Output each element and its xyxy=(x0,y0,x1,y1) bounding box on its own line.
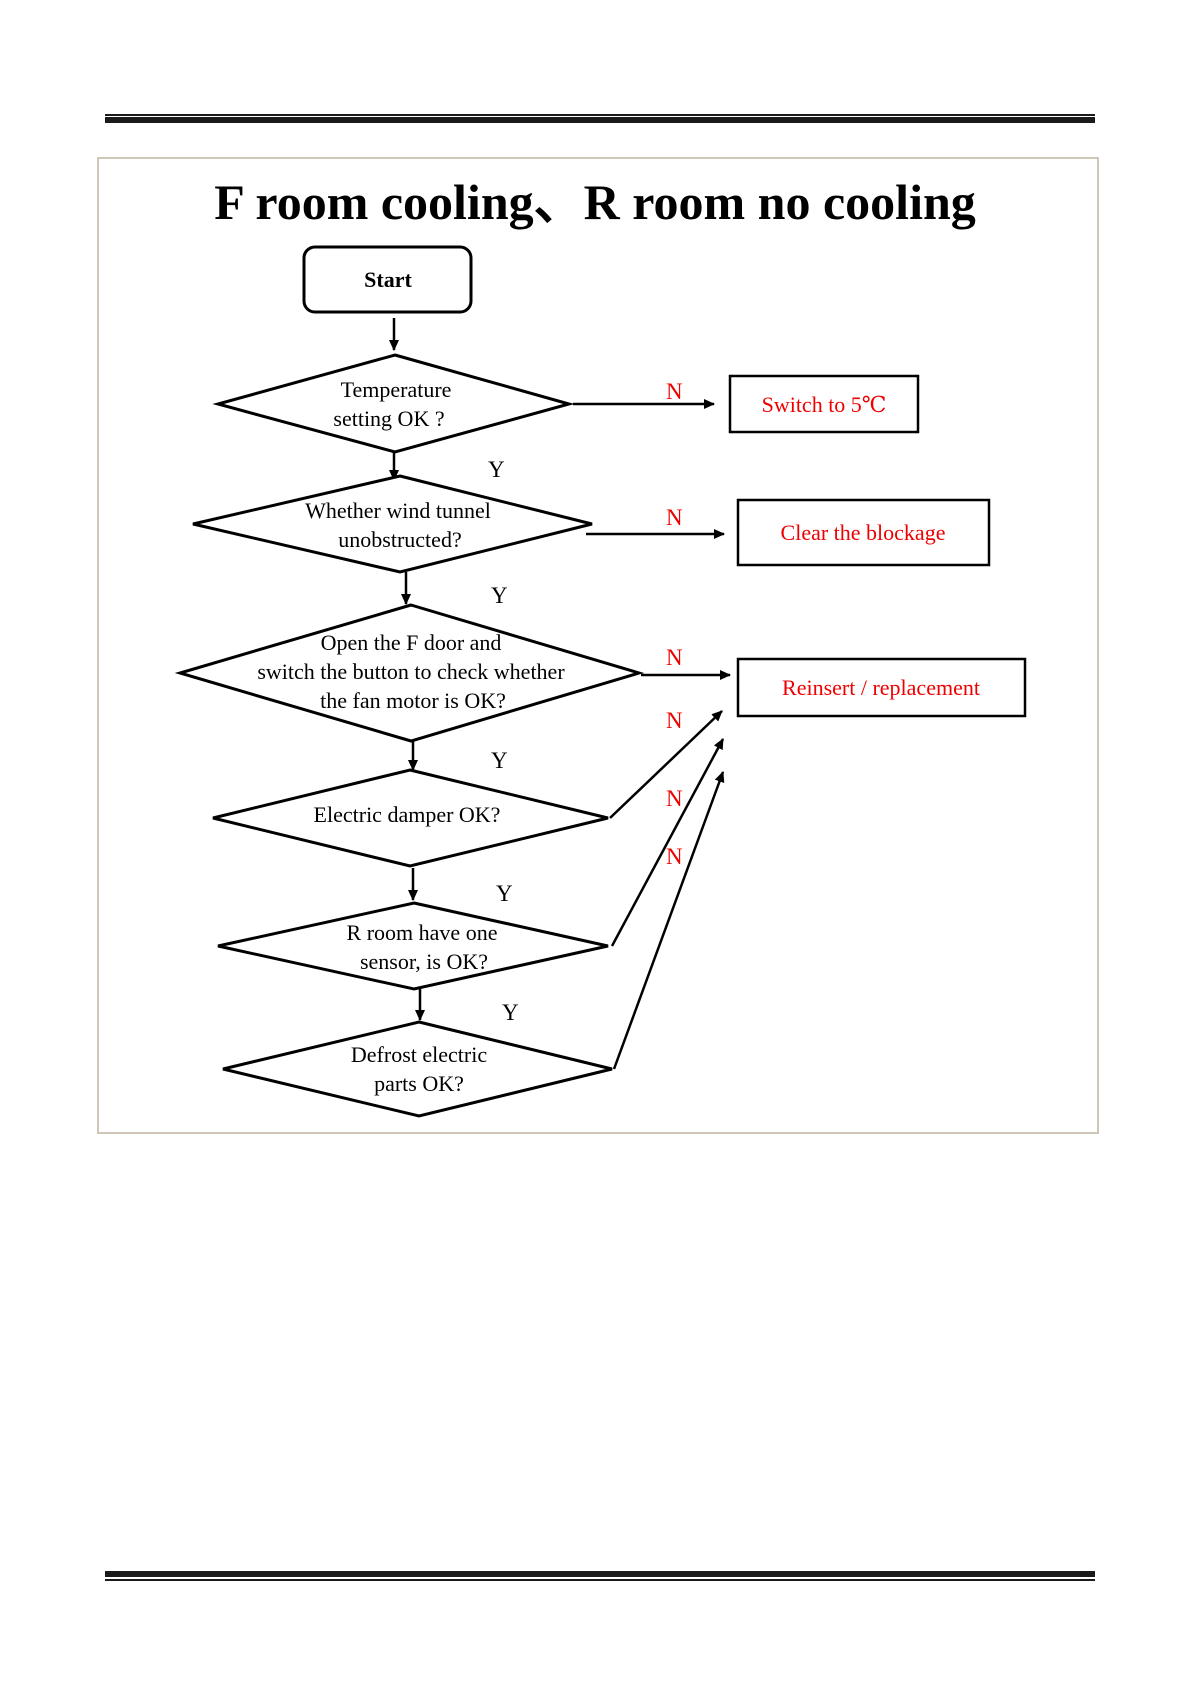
decision-label-line: sensor, is OK? xyxy=(360,949,488,974)
decision-r-room-sensor xyxy=(217,901,609,991)
decision-label-line: Electric damper OK? xyxy=(314,802,501,827)
no-label: N xyxy=(666,505,683,530)
start-label: Start xyxy=(364,267,412,292)
arrow-no-d4 xyxy=(609,710,723,819)
no-label: N xyxy=(666,645,683,670)
action-box-clear-blockage xyxy=(736,498,991,567)
decision-label-line: R room have one xyxy=(347,920,498,945)
action-label: Switch to 5℃ xyxy=(762,392,887,417)
no-label: N xyxy=(666,844,683,869)
no-label: N xyxy=(666,379,683,404)
action-box-reinsert-replacement xyxy=(736,657,1027,718)
decision-temperature-setting xyxy=(212,353,575,454)
decision-label-line: Open the F door and xyxy=(321,630,502,655)
decision-label-line: parts OK? xyxy=(374,1071,464,1096)
page-title: F room cooling、R room no cooling xyxy=(214,174,976,230)
yes-label: Y xyxy=(502,1000,519,1025)
arrow-no-d5 xyxy=(610,738,725,947)
decision-fan-motor xyxy=(174,603,645,743)
no-label: N xyxy=(666,786,683,811)
no-label: N xyxy=(666,708,683,733)
yes-label: Y xyxy=(491,583,508,608)
decision-label-line: Temperature xyxy=(341,377,452,402)
decision-label-line: Whether wind tunnel xyxy=(305,498,491,523)
arrow-no-d6 xyxy=(612,771,725,1070)
action-label: Clear the blockage xyxy=(781,520,946,545)
yes-label: Y xyxy=(491,748,508,773)
yes-label: Y xyxy=(496,881,513,906)
decision-label-line: switch the button to check whether xyxy=(257,659,565,684)
decision-label-line: setting OK ? xyxy=(333,406,444,431)
yes-label: Y xyxy=(488,457,505,482)
decision-electric-damper xyxy=(212,768,609,868)
diagram-frame xyxy=(97,157,1099,1134)
decision-label-line: the fan motor is OK? xyxy=(320,688,506,713)
decision-defrost-parts xyxy=(222,1020,613,1118)
decision-label-line: Defrost electric xyxy=(351,1042,487,1067)
action-box-switch-temp xyxy=(728,374,920,434)
action-label: Reinsert / replacement xyxy=(782,675,980,700)
start-node xyxy=(302,245,473,314)
decision-label-line: unobstructed? xyxy=(338,527,461,552)
decision-wind-tunnel xyxy=(192,474,593,574)
